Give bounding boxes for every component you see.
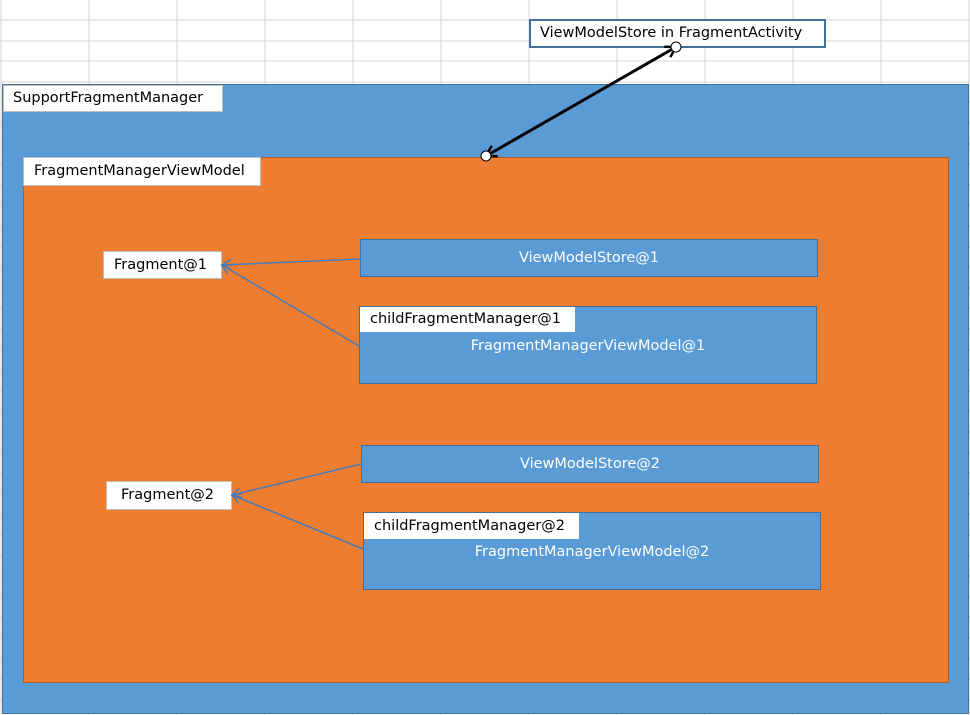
child-fragment-manager-2-box: childFragmentManager@2 FragmentManagerVi… — [363, 512, 821, 590]
support-fragment-manager-label: SupportFragmentManager — [3, 85, 223, 112]
viewmodel-store-1-box: ViewModelStore@1 — [360, 239, 818, 277]
child-fragment-manager-viewmodel-1-text: FragmentManagerViewModel@1 — [470, 338, 706, 354]
child-fragment-manager-2-label: childFragmentManager@2 — [364, 513, 579, 539]
activity-viewmodel-store-box: ViewModelStore in FragmentActivity — [529, 19, 826, 48]
viewmodel-store-2-box: ViewModelStore@2 — [361, 445, 819, 483]
fragment-2-box: Fragment@2 — [106, 481, 232, 510]
child-fragment-manager-1-box: childFragmentManager@1 FragmentManagerVi… — [359, 306, 817, 384]
fragment-manager-viewmodel-label: FragmentManagerViewModel — [23, 157, 261, 186]
child-fragment-manager-viewmodel-2-text: FragmentManagerViewModel@2 — [474, 544, 710, 560]
child-fragment-manager-1-label: childFragmentManager@1 — [360, 307, 575, 332]
fragment-manager-viewmodel-container — [23, 157, 949, 683]
fragment-1-box: Fragment@1 — [103, 251, 222, 279]
